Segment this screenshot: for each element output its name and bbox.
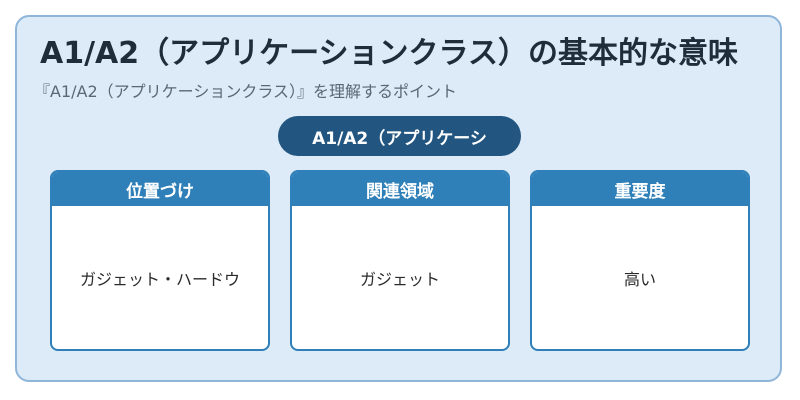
card-header: 位置づけ <box>52 172 268 206</box>
card-header: 関連領域 <box>292 172 508 206</box>
page-subtitle: 『A1/A2（アプリケーションクラス）』を理解するポイント <box>34 82 458 101</box>
card-body: 高い <box>623 269 656 289</box>
page-title: A1/A2（アプリケーションクラス）の基本的な意味 <box>40 36 738 71</box>
card-related-area: 関連領域 ガジェット <box>290 170 510 351</box>
topic-pill: A1/A2（アプリケーシ <box>278 116 521 156</box>
card-importance: 重要度 高い <box>530 170 750 351</box>
topic-pill-label: A1/A2（アプリケーシ <box>312 128 487 149</box>
card-body: ガジェット・ハードウ <box>79 269 240 289</box>
card-body: ガジェット <box>359 269 440 289</box>
card-header: 重要度 <box>532 172 748 206</box>
card-position: 位置づけ ガジェット・ハードウ <box>50 170 270 351</box>
